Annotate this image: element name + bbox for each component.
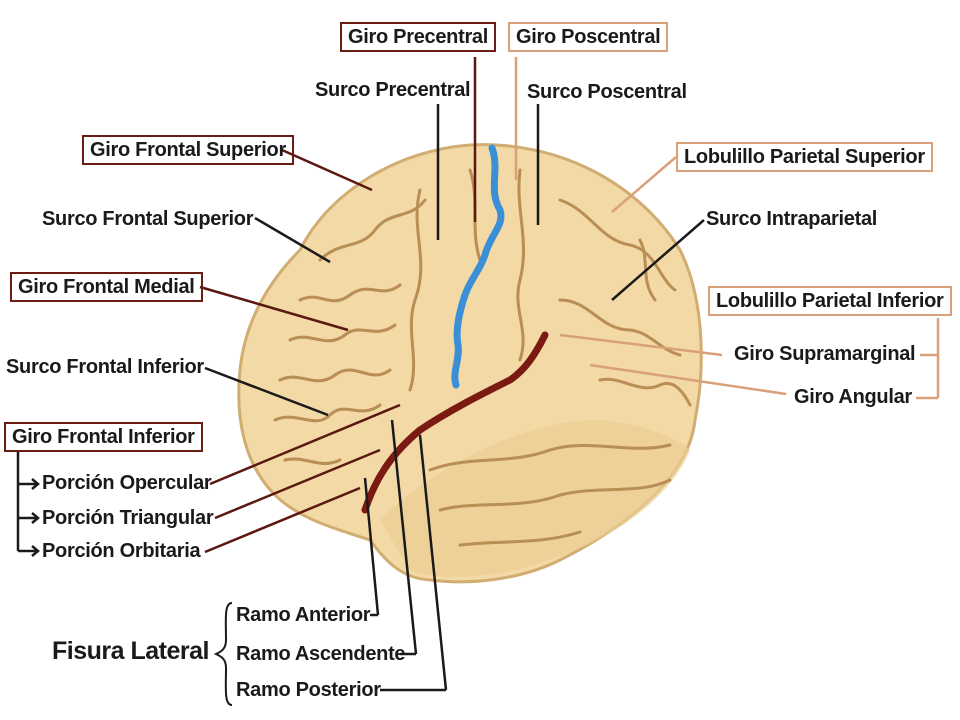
central-sulcus	[451, 144, 505, 389]
label-surco-frontal-inferior: Surco Frontal Inferior	[6, 356, 204, 378]
leader-lines	[199, 57, 940, 692]
label-ramo-posterior: Ramo Posterior	[236, 679, 381, 701]
label-giro-frontal-superior: Giro Frontal Superior	[82, 135, 294, 165]
fisura-brace	[213, 602, 233, 706]
label-fisura-lateral: Fisura Lateral	[52, 637, 209, 665]
label-ramo-ascendente: Ramo Ascendente	[236, 643, 406, 665]
temporal-lobe-shade	[380, 420, 690, 577]
label-giro-supramarginal: Giro Supramarginal	[734, 343, 916, 365]
lateral-fissure	[361, 331, 549, 514]
label-porcion-triangular: Porción Triangular	[42, 507, 214, 529]
label-porcion-orbitaria: Porción Orbitaria	[42, 540, 201, 562]
label-lobulillo-parietal-inferior: Lobulillo Parietal Inferior	[708, 286, 952, 316]
porcion-bracket	[16, 452, 40, 557]
label-porcion-opercular: Porción Opercular	[42, 472, 212, 494]
label-ramo-anterior: Ramo Anterior	[236, 604, 371, 626]
label-giro-poscentral: Giro Poscentral	[508, 22, 669, 52]
label-giro-frontal-inferior: Giro Frontal Inferior	[4, 422, 203, 452]
label-surco-intraparietal: Surco Intraparietal	[706, 208, 878, 230]
label-surco-poscentral: Surco Poscentral	[527, 81, 687, 103]
label-surco-frontal-superior: Surco Frontal Superior	[42, 208, 254, 230]
label-giro-frontal-medial: Giro Frontal Medial	[10, 272, 203, 302]
label-giro-precentral: Giro Precentral	[340, 22, 497, 52]
label-surco-precentral: Surco Precentral	[315, 79, 471, 101]
label-lobulillo-parietal-superior: Lobulillo Parietal Superior	[676, 142, 933, 172]
label-giro-angular: Giro Angular	[794, 386, 912, 408]
